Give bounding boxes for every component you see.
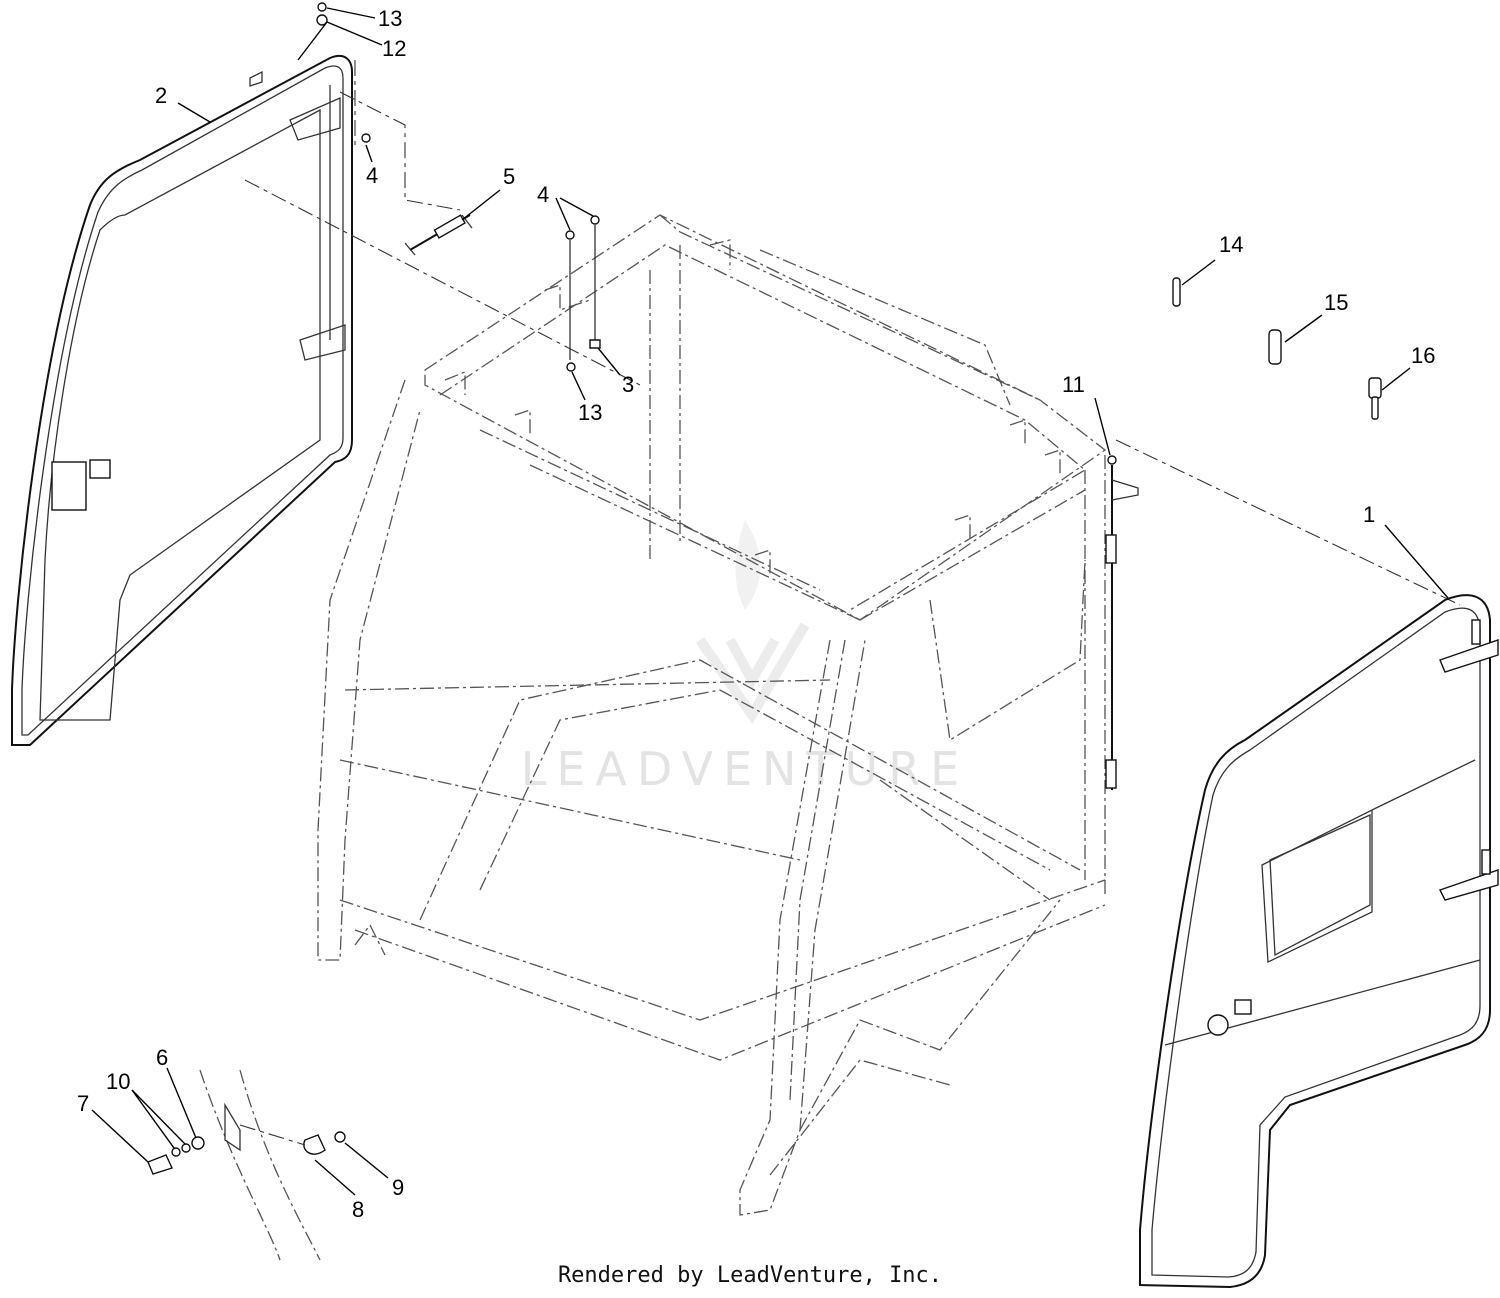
hinge-rod-11: [1105, 455, 1139, 790]
washer-6: [191, 1136, 205, 1150]
screw-13-lower: [566, 362, 576, 372]
callout-3: 3: [622, 372, 634, 397]
nut-4a: [565, 230, 575, 240]
callout-labels: 13 12 2 4 5 4 3 13 14 15 16 11 1 6 10 7 …: [77, 6, 1435, 1222]
pin-14: [1172, 277, 1181, 307]
bolt-7: [147, 1154, 173, 1175]
callout-10: 10: [106, 1069, 130, 1094]
watermark-text: LEADVENTURE: [521, 742, 970, 796]
callout-8: 8: [352, 1197, 364, 1222]
door-latch: [51, 461, 87, 511]
callout-leaders: [91, 7, 1449, 1196]
callout-13-top: 13: [378, 6, 402, 31]
callout-1: 1: [1363, 502, 1375, 527]
callout-13-lower: 13: [578, 400, 602, 425]
callout-6: 6: [156, 1045, 168, 1070]
callout-2: 2: [155, 83, 167, 108]
striker-detail: [147, 1069, 346, 1261]
nut-9: [334, 1131, 346, 1143]
pin-15: [1268, 329, 1282, 365]
callout-16: 16: [1411, 343, 1435, 368]
callout-4-center: 4: [537, 182, 549, 207]
cab-frame: [317, 214, 1107, 1216]
watermark-logo: [695, 520, 810, 725]
pin-16: [1368, 377, 1382, 420]
bolt-3: [589, 339, 601, 349]
washer-10a: [171, 1147, 181, 1157]
nut-4b: [590, 215, 600, 225]
callout-12: 12: [382, 36, 406, 61]
callout-11: 11: [1062, 372, 1085, 397]
nut-4-left: [361, 133, 371, 143]
washer-10b: [181, 1143, 191, 1153]
callout-4-left: 4: [366, 163, 378, 188]
door-handle: [1207, 1014, 1229, 1036]
washer-12: [316, 14, 328, 26]
door-pin: [249, 70, 263, 87]
gas-strut: [404, 214, 473, 256]
callout-9: 9: [392, 1175, 404, 1200]
callout-14: 14: [1219, 232, 1243, 257]
striker-8: [303, 1134, 326, 1155]
callout-7: 7: [77, 1091, 89, 1116]
left-door-assembly: [11, 54, 353, 746]
screw-13-top: [317, 2, 327, 12]
footer-credit: Rendered by LeadVenture, Inc.: [557, 1263, 943, 1288]
right-door-assembly: [1139, 594, 1499, 1289]
callout-5: 5: [503, 164, 515, 189]
callout-15: 15: [1324, 290, 1348, 315]
